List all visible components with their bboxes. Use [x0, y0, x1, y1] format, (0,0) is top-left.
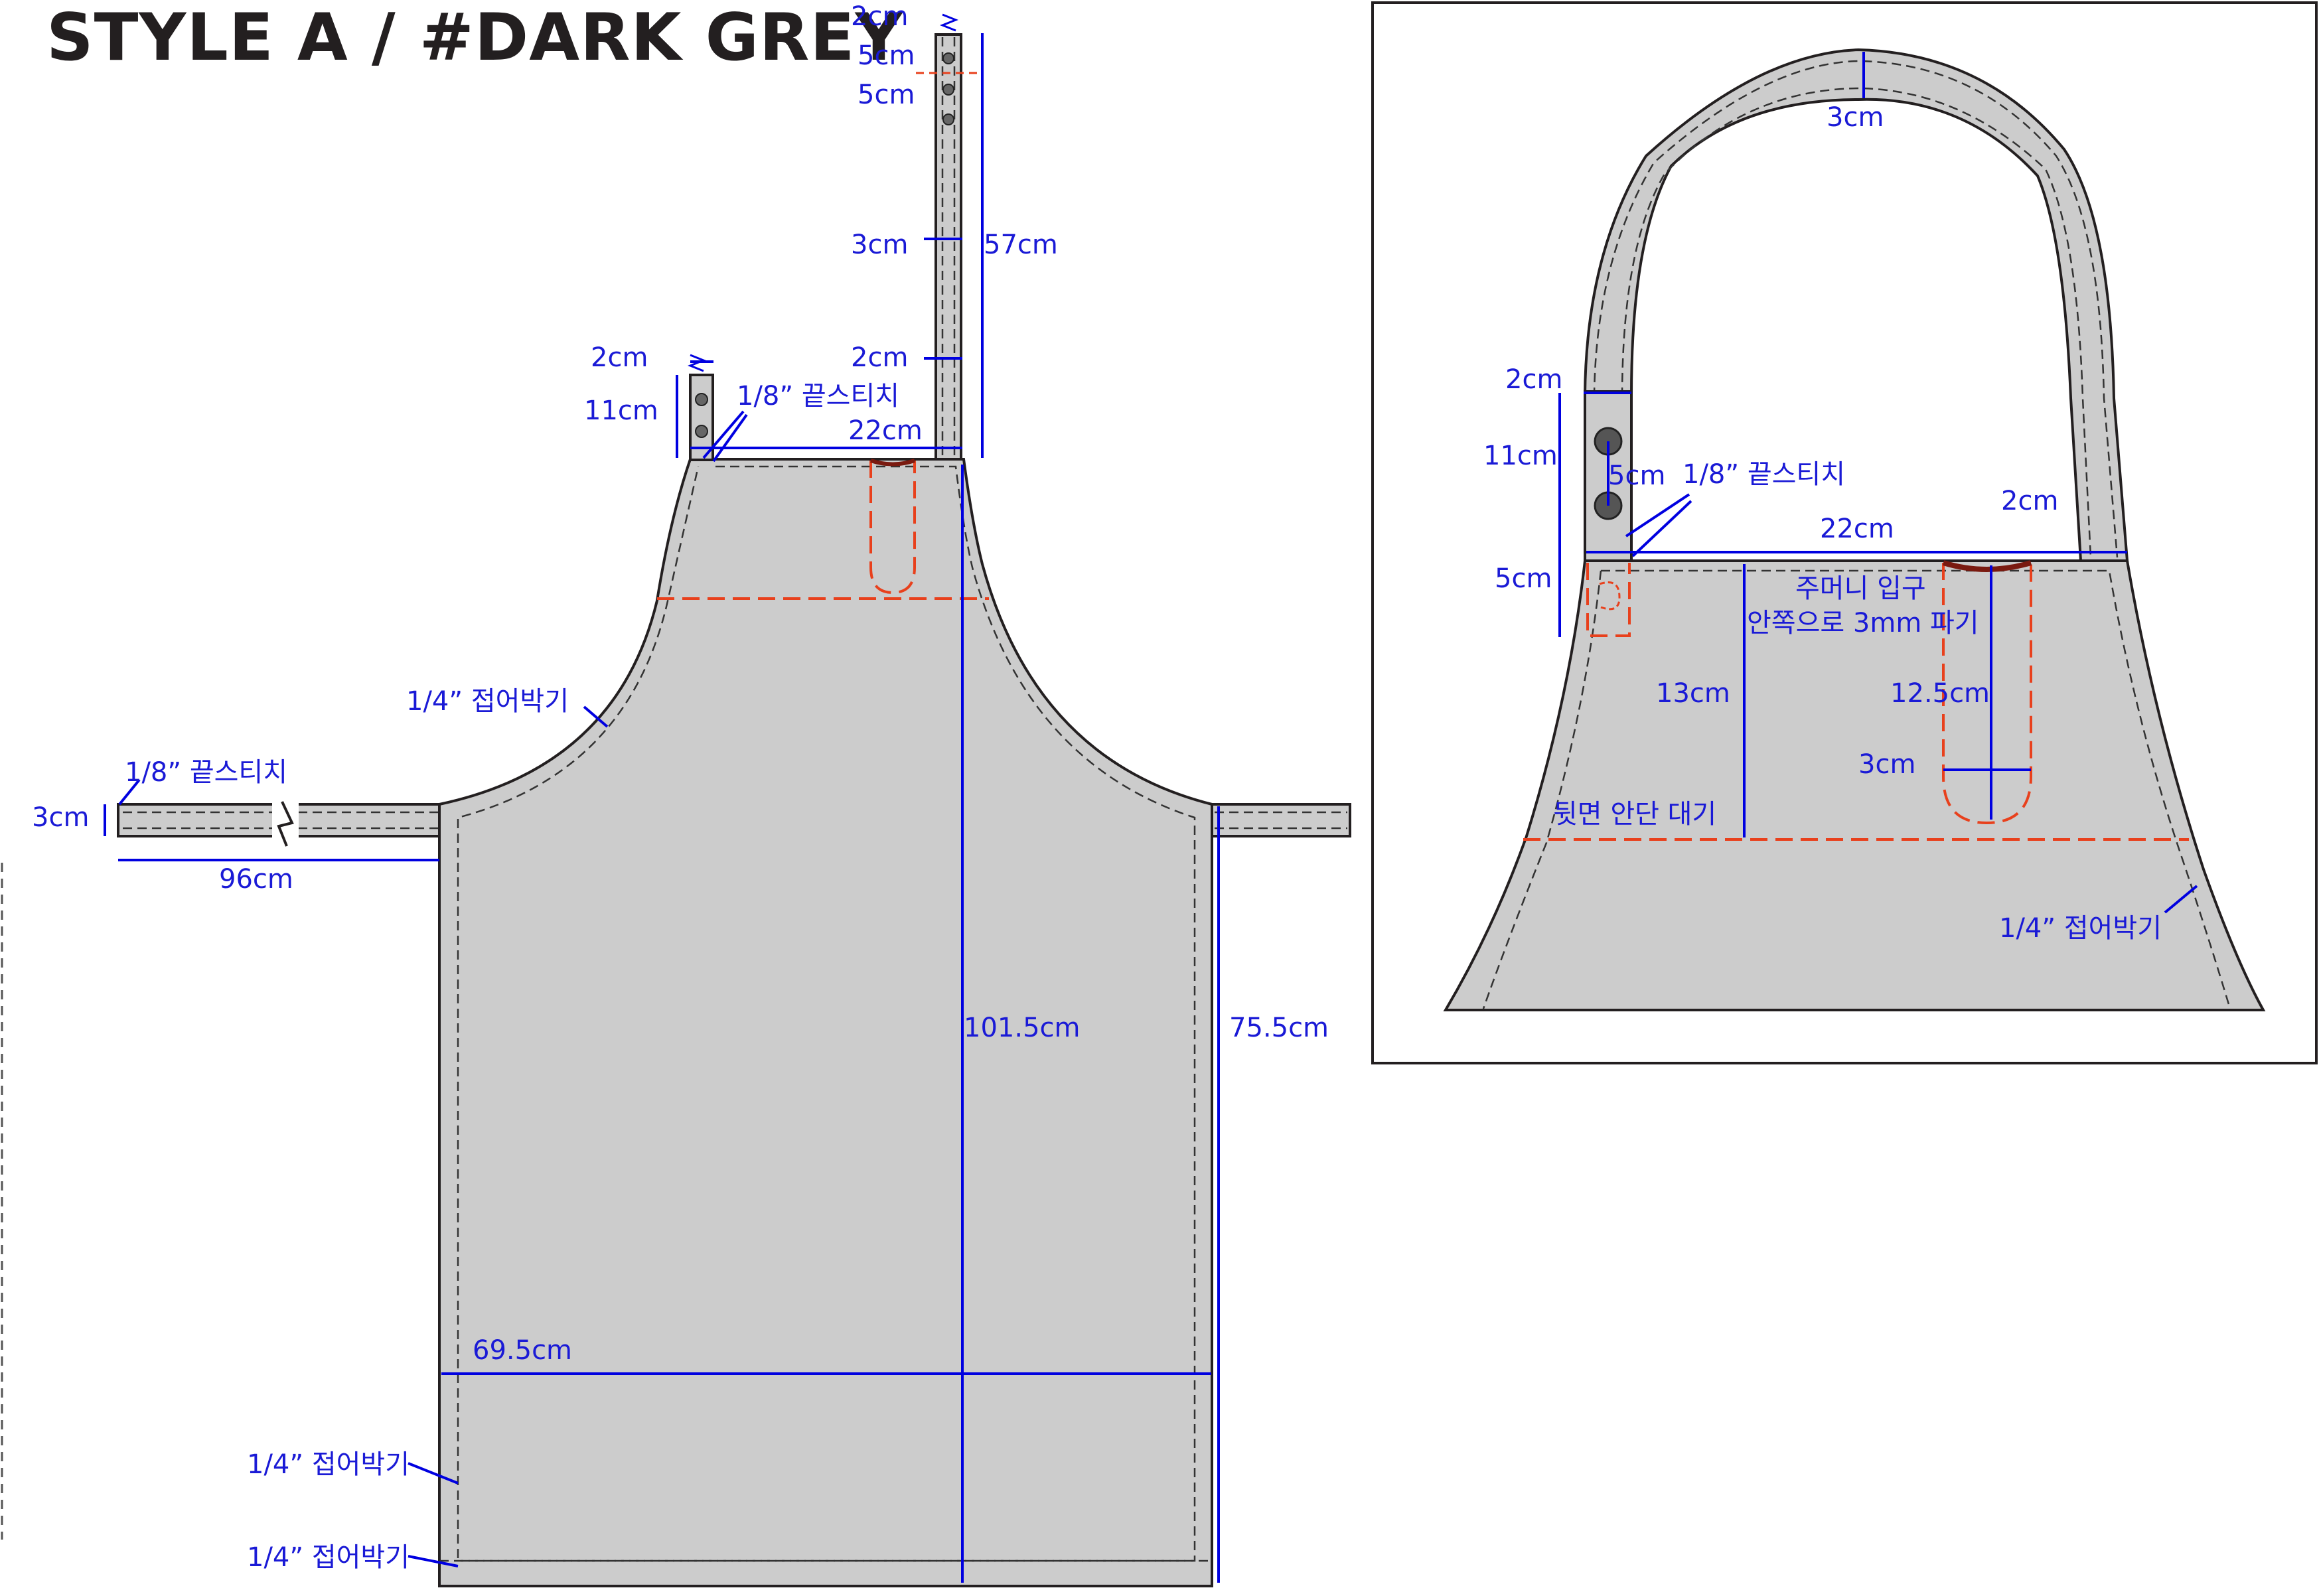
label-total-length: 101.5cm [964, 1013, 1080, 1043]
pocket-opening [870, 459, 915, 467]
pocket-outline [869, 461, 916, 595]
detail-label-neck-width: 3cm [1827, 102, 1884, 133]
neck-strap [935, 33, 962, 461]
snap-icon [942, 52, 954, 64]
label-left-tab-length: 11cm [584, 396, 658, 426]
detail-label-edge-stitch: 1/8” 끝스티치 [1683, 459, 1845, 490]
detail-label-pocket-depth: 12.5cm [1890, 678, 1990, 709]
label-strap-mid-width: 3cm [851, 230, 908, 260]
detail-label-bib-width: 22cm [1820, 514, 1894, 544]
detail-facing-note: 뒷면 안단 대기 [1553, 799, 1716, 830]
detail-label-pocket-width: 3cm [1858, 749, 1915, 780]
label-edge-stitch-top: 1/8” 끝스티치 [737, 381, 899, 411]
detail-label-tab-length: 11cm [1483, 441, 1558, 471]
detail-neck-strap [1584, 48, 2129, 562]
label-snap-gap-2: 5cm [858, 80, 915, 110]
left-tab [689, 374, 714, 461]
label-strap-top-width: 2cm [851, 1, 908, 32]
label-left-tab-width: 2cm [591, 342, 648, 373]
label-snap-gap-1: 5cm [858, 40, 915, 71]
snap-icon [695, 393, 708, 406]
label-tie-width: 3cm [32, 802, 89, 833]
right-tie [1211, 803, 1351, 837]
label-side-length: 75.5cm [1229, 1013, 1329, 1043]
detail-label-snap-gap: 5cm [1608, 461, 1665, 491]
label-fold-stitch-hem: 1/4” 접어박기 [247, 1542, 410, 1573]
label-strap-length: 57cm [984, 230, 1058, 260]
detail-label-facing-depth: 13cm [1656, 678, 1730, 709]
detail-label-fold-stitch: 1/4” 접어박기 [1999, 913, 2162, 944]
snap-icon [942, 84, 954, 96]
detail-bib [1443, 559, 2266, 1011]
detail-pocket-outline [1942, 563, 2032, 825]
detail-label-strap-width-right: 2cm [2001, 486, 2058, 516]
detail-label-tab-width: 2cm [1505, 364, 1562, 395]
label-fold-stitch-arm: 1/4” 접어박기 [406, 686, 569, 717]
label-fold-stitch-side: 1/4” 접어박기 [247, 1449, 410, 1480]
tie-break-gap [272, 796, 299, 843]
label-body-width: 69.5cm [473, 1335, 572, 1366]
page-title: STYLE A / #DARK GREY [46, 0, 903, 76]
break-mark-icon [939, 13, 959, 32]
detail-tab-pocket [1586, 563, 1631, 637]
snap-icon [942, 113, 954, 125]
snap-icon [695, 425, 708, 438]
detail-label-tab-extension: 5cm [1495, 563, 1552, 594]
label-bib-width: 22cm [848, 415, 923, 446]
apron-body [438, 458, 1213, 1587]
detail-pocket-opening [1942, 560, 2032, 572]
label-strap-bottom-width: 2cm [851, 342, 908, 373]
label-tie-length: 96cm [219, 864, 293, 895]
detail-pocket-note-2: 안쪽으로 3mm 파기 [1747, 608, 1979, 638]
detail-pocket-note-1: 주머니 입구 [1795, 573, 1926, 604]
break-mark-icon [277, 801, 294, 847]
label-tie-edge-stitch: 1/8” 끝스티치 [125, 757, 287, 788]
